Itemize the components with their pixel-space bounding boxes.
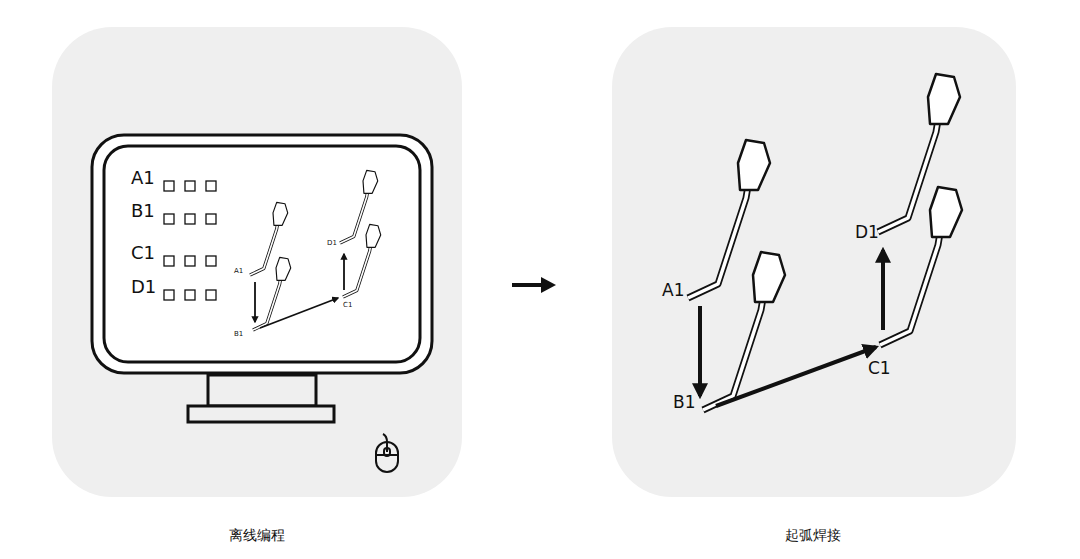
torch [688,74,962,410]
monitor [92,135,432,422]
caption: 离线编程 [229,528,285,542]
checkbox-row [164,181,216,300]
path-arrow [255,254,344,328]
point-label: A1 [662,282,684,299]
panel [612,27,1016,497]
path-arrow [700,250,883,406]
process-arrow [512,277,556,293]
mouse-icon [376,434,398,472]
point-list-label: D1 [131,278,156,296]
point-label: B1 [673,394,695,411]
screen-point-label: D1 [327,240,337,247]
screen-point-label: B1 [234,331,243,338]
screen-point-label: C1 [343,302,352,309]
torch-small [250,170,381,330]
point-list-label: A1 [131,169,155,187]
point-label: C1 [868,360,891,377]
caption: 起弧焊接 [785,528,841,542]
point-list-label: B1 [131,202,155,220]
screen-point-label: A1 [234,268,243,275]
panel [52,27,462,497]
point-list-label: C1 [131,244,155,262]
point-label: D1 [855,224,879,241]
